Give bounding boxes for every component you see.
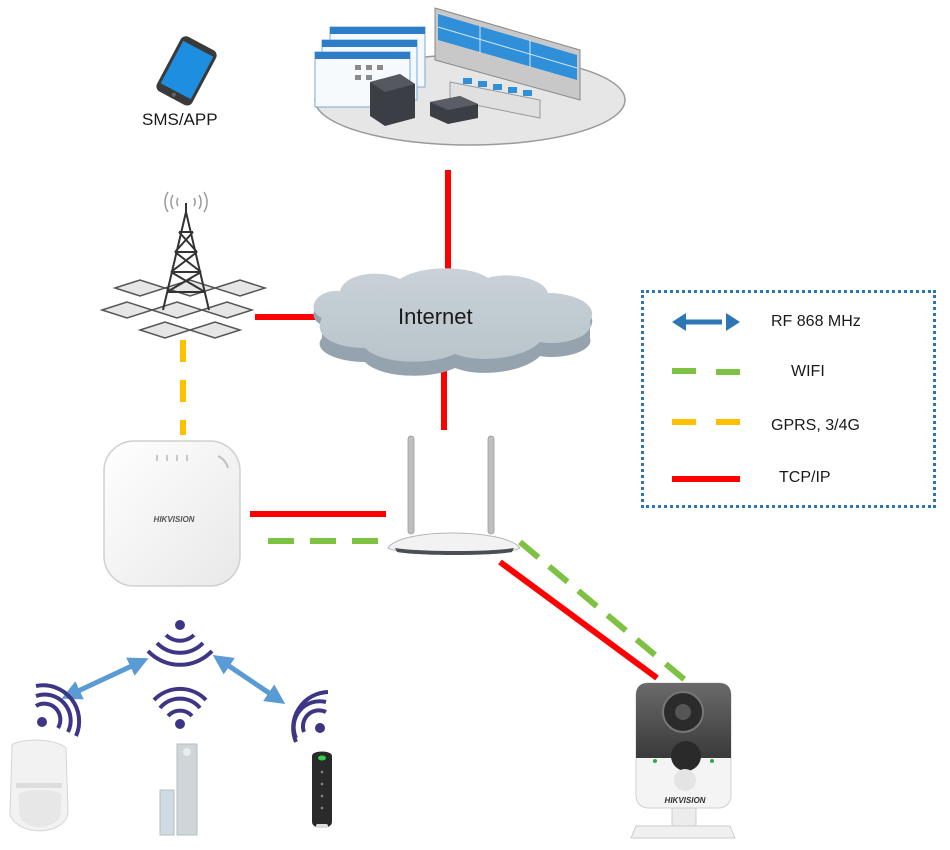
pir-signal-icon [34, 683, 82, 737]
legend-rf-symbol [672, 313, 740, 331]
motion-detector-icon [9, 739, 69, 832]
legend: RF 868 MHz WIFI GPRS, 3/4G TCP/IP [641, 290, 936, 508]
rf-arrow-keyfob [212, 655, 286, 704]
smartphone-icon [156, 36, 217, 106]
connection-router-camera-wifi [518, 539, 687, 683]
door-contact-icon [159, 743, 198, 836]
hub-signal-icon [146, 620, 214, 667]
contact-signal-icon [152, 686, 208, 729]
alarm-hub-icon: HIKVISION [103, 440, 241, 587]
legend-item-gprs: GPRS, 3/4G [771, 417, 860, 434]
sms-app-label: SMS/APP [142, 110, 218, 129]
legend-item-tcpip: TCP/IP [779, 469, 831, 486]
keyfob-signal-icon [291, 690, 329, 743]
ip-camera-icon: HIKVISION [630, 682, 736, 839]
cell-tower-icon [99, 191, 268, 339]
rf-arrow-pir [61, 657, 149, 700]
hub-brand-text: HIKVISION [154, 515, 195, 524]
legend-wifi-symbol [672, 368, 740, 375]
internet-label: Internet [398, 304, 473, 329]
key-fob-icon [312, 751, 332, 828]
legend-item-wifi: WIFI [791, 363, 825, 380]
camera-brand-text: HIKVISION [665, 796, 706, 805]
legend-item-rf: RF 868 MHz [771, 313, 861, 330]
connection-router-camera-tcpip [498, 559, 659, 681]
cloud-icon [313, 268, 593, 376]
monitoring-center-icon [314, 7, 626, 146]
wifi-router-icon [387, 435, 521, 555]
